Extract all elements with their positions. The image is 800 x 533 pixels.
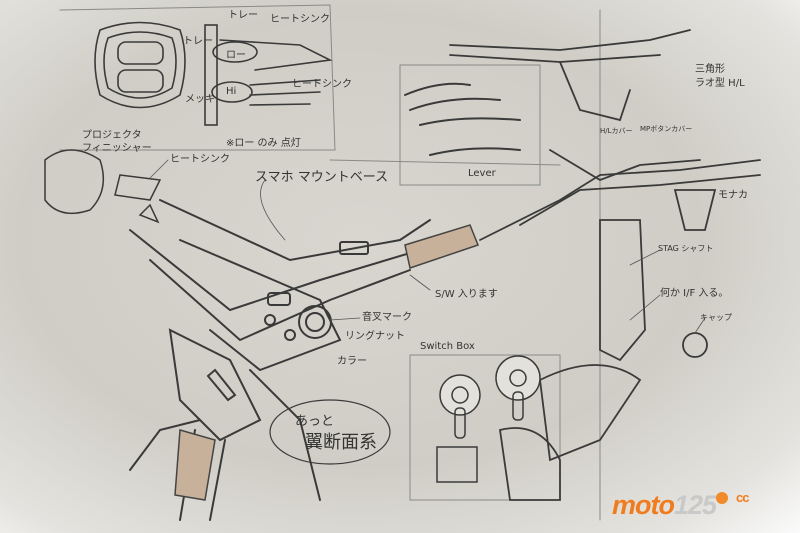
logo-suffix: cc: [736, 490, 750, 505]
label-projector-1: プロジェクタ: [82, 130, 142, 141]
main-handlebar-sketch: [129, 199, 461, 521]
label-handle-1: 三角形: [695, 64, 725, 75]
label-heatsink-mid: ヒートシンク: [292, 79, 352, 90]
label-heatsink-top: ヒートシンク: [270, 14, 330, 25]
label-hl-cover: H/Lカバー: [600, 127, 633, 135]
label-interface: 何か I/F 入る。: [660, 288, 729, 299]
label-handle-2: ラオ型 H/L: [695, 78, 745, 89]
label-tuning-fork: 音叉マーク: [362, 312, 412, 323]
label-plating: メッキ: [185, 94, 215, 105]
switch-box-sketch: [436, 355, 541, 483]
label-stag-shaft: STAG シャフト: [658, 244, 714, 253]
label-phone-mount: スマホ マウントベース: [255, 170, 389, 185]
moto125cc-logo: moto125 cc: [612, 490, 750, 521]
label-sw-inside: S/W 入ります: [435, 289, 498, 300]
mirror-sketch: [44, 149, 162, 224]
label-lever: Lever: [468, 168, 496, 179]
right-handlebar-sketch: [449, 29, 761, 501]
label-monaka: モナカ: [718, 190, 748, 201]
label-projector-2: フィニッシャー: [82, 143, 152, 154]
leader-lines: [149, 159, 706, 334]
logo-main: moto: [612, 490, 675, 520]
label-tray-left: トレー: [183, 36, 213, 47]
label-low-only: ※ロー のみ 点灯: [226, 138, 301, 149]
label-wing-note-2: 翼断面系: [305, 432, 377, 453]
annotation-ellipse: [269, 399, 391, 465]
label-heatsink-left: ヒートシンク: [170, 154, 230, 165]
label-cap: キャップ: [700, 313, 732, 322]
label-tray-top: トレー: [228, 10, 258, 21]
lever-sketch: [404, 82, 521, 156]
label-wing-note-1: あっと: [295, 414, 335, 429]
label-collar: カラー: [337, 356, 367, 367]
headlight-sketch: [94, 21, 333, 126]
label-low: ロー: [226, 50, 246, 61]
label-mp-button-cover: MPボタンカバー: [640, 125, 693, 133]
label-hi: Hi: [226, 86, 237, 97]
grips: [174, 224, 479, 501]
logo-number: 125: [673, 490, 717, 520]
label-ring-nut: リングナット: [345, 331, 405, 342]
logo-dot-icon: [716, 492, 729, 504]
label-switch-box: Switch Box: [420, 341, 475, 352]
